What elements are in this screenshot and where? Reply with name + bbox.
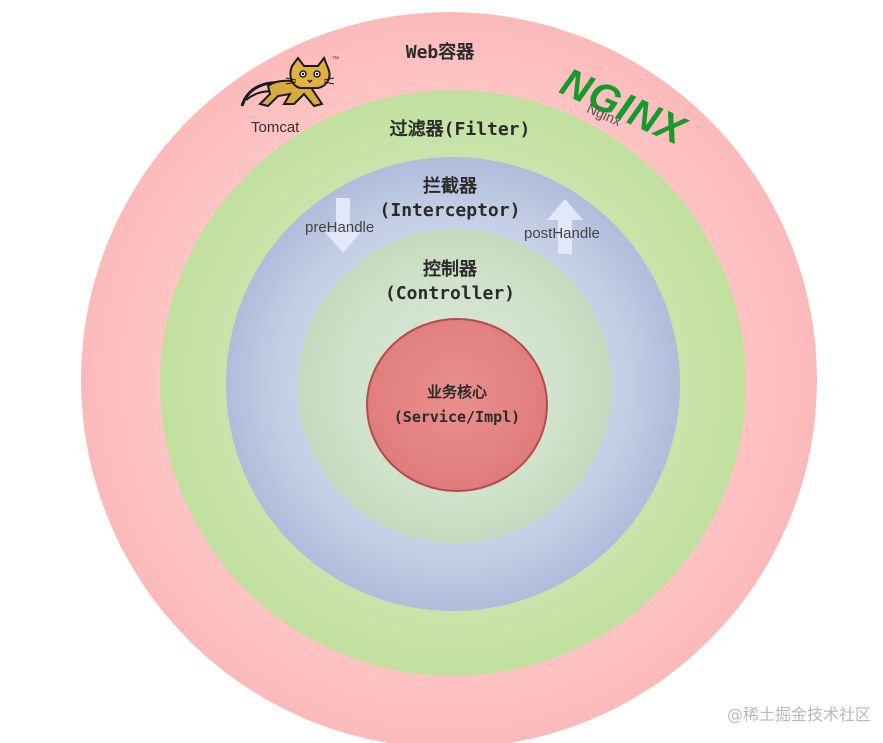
- tomcat-label: Tomcat: [251, 119, 300, 136]
- watermark: @稀土掘金技术社区: [726, 705, 871, 724]
- core-sublabel: (Service/Impl): [393, 408, 521, 426]
- interceptor-sublabel: (Interceptor): [379, 200, 521, 221]
- tomcat-cat-icon: [240, 56, 335, 108]
- core-ring: [366, 318, 548, 492]
- tomcat-trademark: ™: [332, 56, 339, 63]
- prehandle-label: preHandle: [305, 219, 375, 236]
- interceptor-label: 拦截器: [423, 176, 477, 197]
- controller-label: 控制器: [423, 259, 477, 280]
- posthandle-arrow-up-icon: [547, 199, 583, 254]
- filter-label: 过滤器(Filter): [389, 119, 531, 140]
- prehandle-arrow-down-icon: [325, 198, 361, 253]
- posthandle-label: postHandle: [524, 225, 600, 242]
- core-label: 业务核心: [426, 383, 487, 401]
- controller-sublabel: (Controller): [384, 283, 516, 304]
- web-container-label: Web容器: [405, 42, 475, 63]
